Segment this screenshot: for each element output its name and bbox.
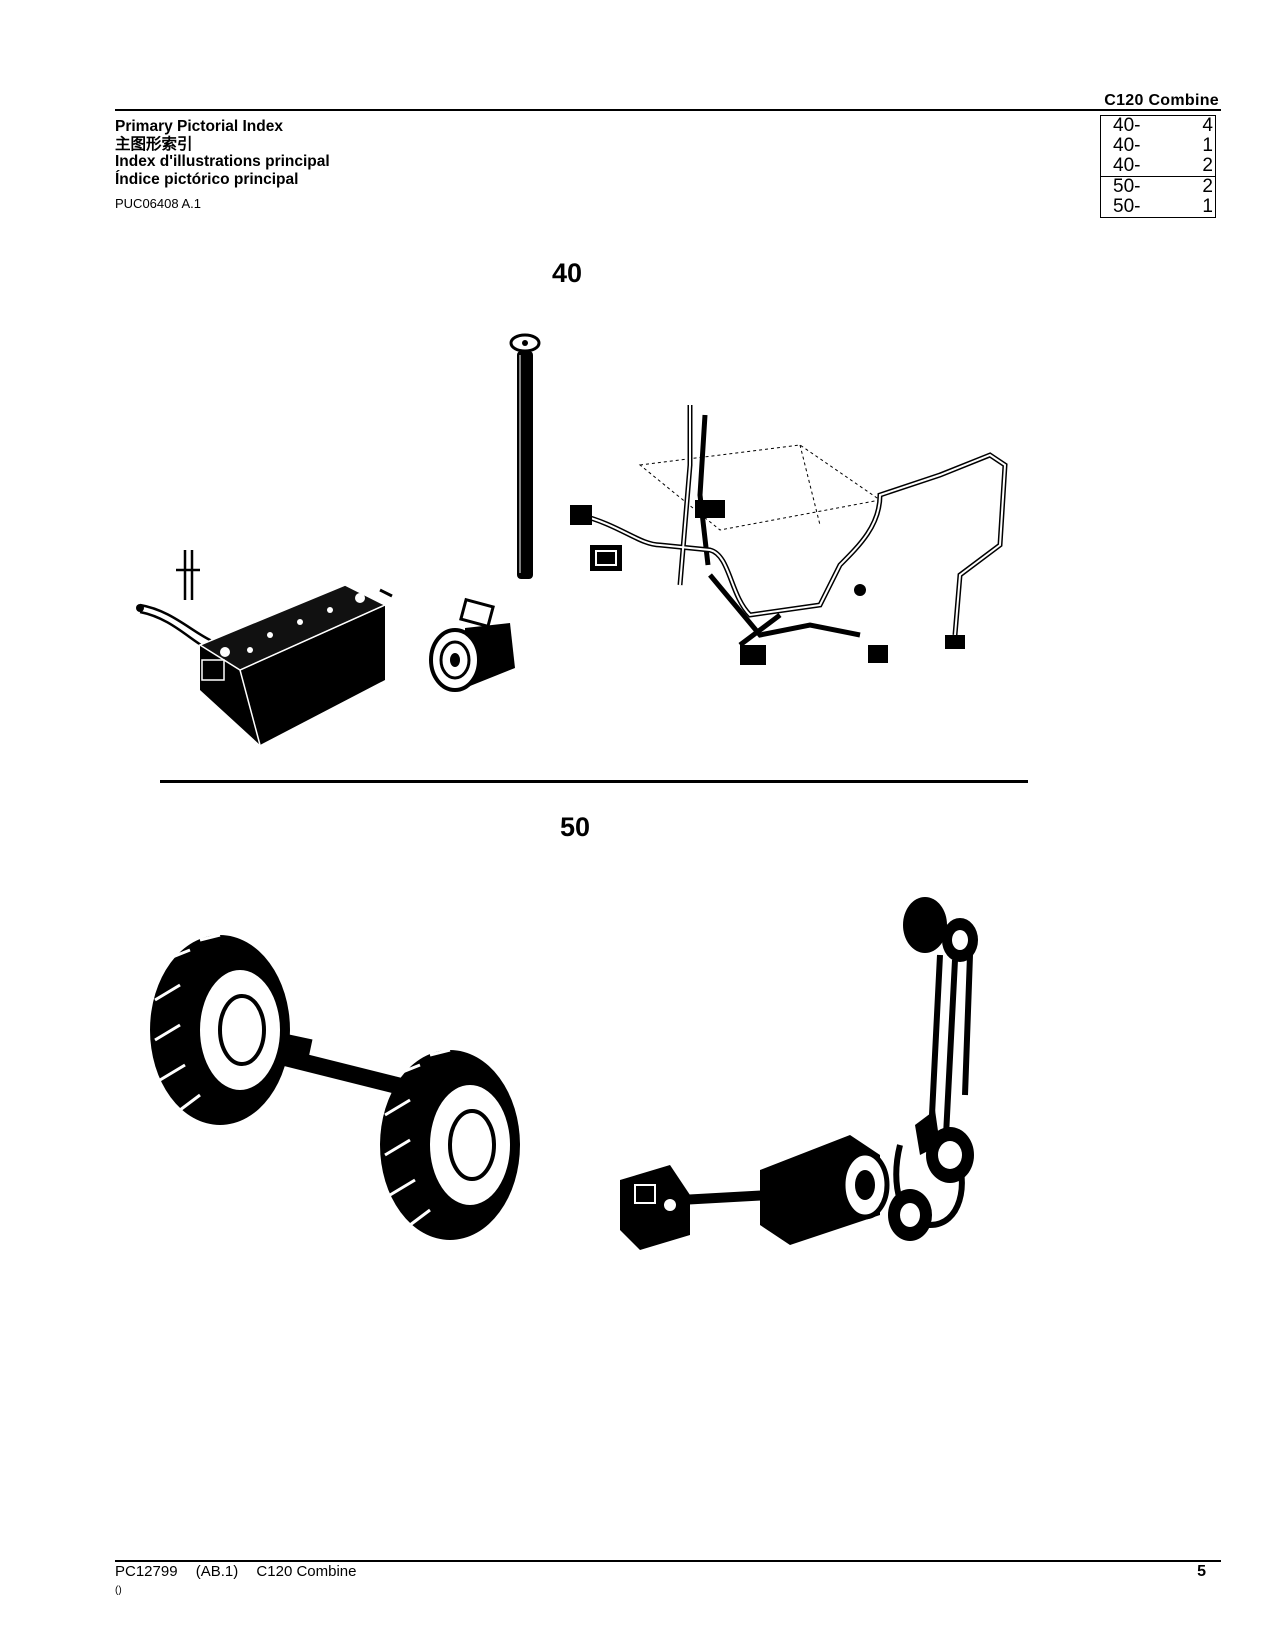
index-page: 1 [1202,135,1213,156]
index-row[interactable]: 40- 2 [1101,156,1215,176]
title-chinese: 主图形索引 [115,135,193,153]
drive-axle-wheels-illustration[interactable] [140,920,530,1250]
index-page: 2 [1202,176,1213,197]
index-page: 1 [1202,196,1213,217]
section-divider [160,780,1028,783]
transmission-belt-drive-illustration[interactable] [600,895,1000,1260]
section-label-40: 40 [552,258,583,288]
title-spanish: Índice pictórico principal [115,170,299,188]
index-section: 50- [1113,196,1141,217]
machine-name: C120 Combine [1104,92,1219,109]
footer-doc-number: PC12799 [115,1563,178,1580]
title-french: Index d'illustrations principal [115,153,330,170]
index-section: 40- [1113,115,1141,136]
index-section: 40- [1113,155,1141,176]
index-row[interactable]: 50- 2 [1101,177,1215,197]
header-rule [115,109,1221,111]
antenna-mast-illustration[interactable] [505,333,545,583]
footer-line: PC12799 (AB.1) C120 Combine [115,1563,370,1580]
footer-title: C120 Combine [256,1563,357,1580]
index-page: 2 [1202,155,1213,176]
index-group-50: 50- 2 50- 1 [1101,176,1215,217]
horn-illustration[interactable] [425,597,525,698]
index-row[interactable]: 40- 4 [1101,116,1215,136]
footer-rule [115,1560,1221,1562]
index-section: 50- [1113,176,1141,197]
illustration-code: PUC06408 A.1 [115,196,202,211]
index-row[interactable]: 40- 1 [1101,136,1215,156]
battery-illustration[interactable] [130,540,410,750]
footer-subline: () [115,1585,122,1596]
index-group-40: 40- 4 40- 1 40- 2 [1101,116,1215,176]
index-section: 40- [1113,135,1141,156]
footer-revision: (AB.1) [195,1563,239,1580]
page-number: 5 [1197,1563,1206,1580]
section-label-50: 50 [560,812,591,842]
page-titles: Primary Pictorial Index 主图形索引 Index d'il… [115,118,330,188]
section-index-table: 40- 4 40- 1 40- 2 50- 2 50- 1 [1100,115,1216,218]
index-page: 4 [1202,115,1213,136]
title-english: Primary Pictorial Index [115,118,283,135]
index-row[interactable]: 50- 1 [1101,197,1215,217]
wiring-harness-illustration[interactable] [560,405,1040,695]
